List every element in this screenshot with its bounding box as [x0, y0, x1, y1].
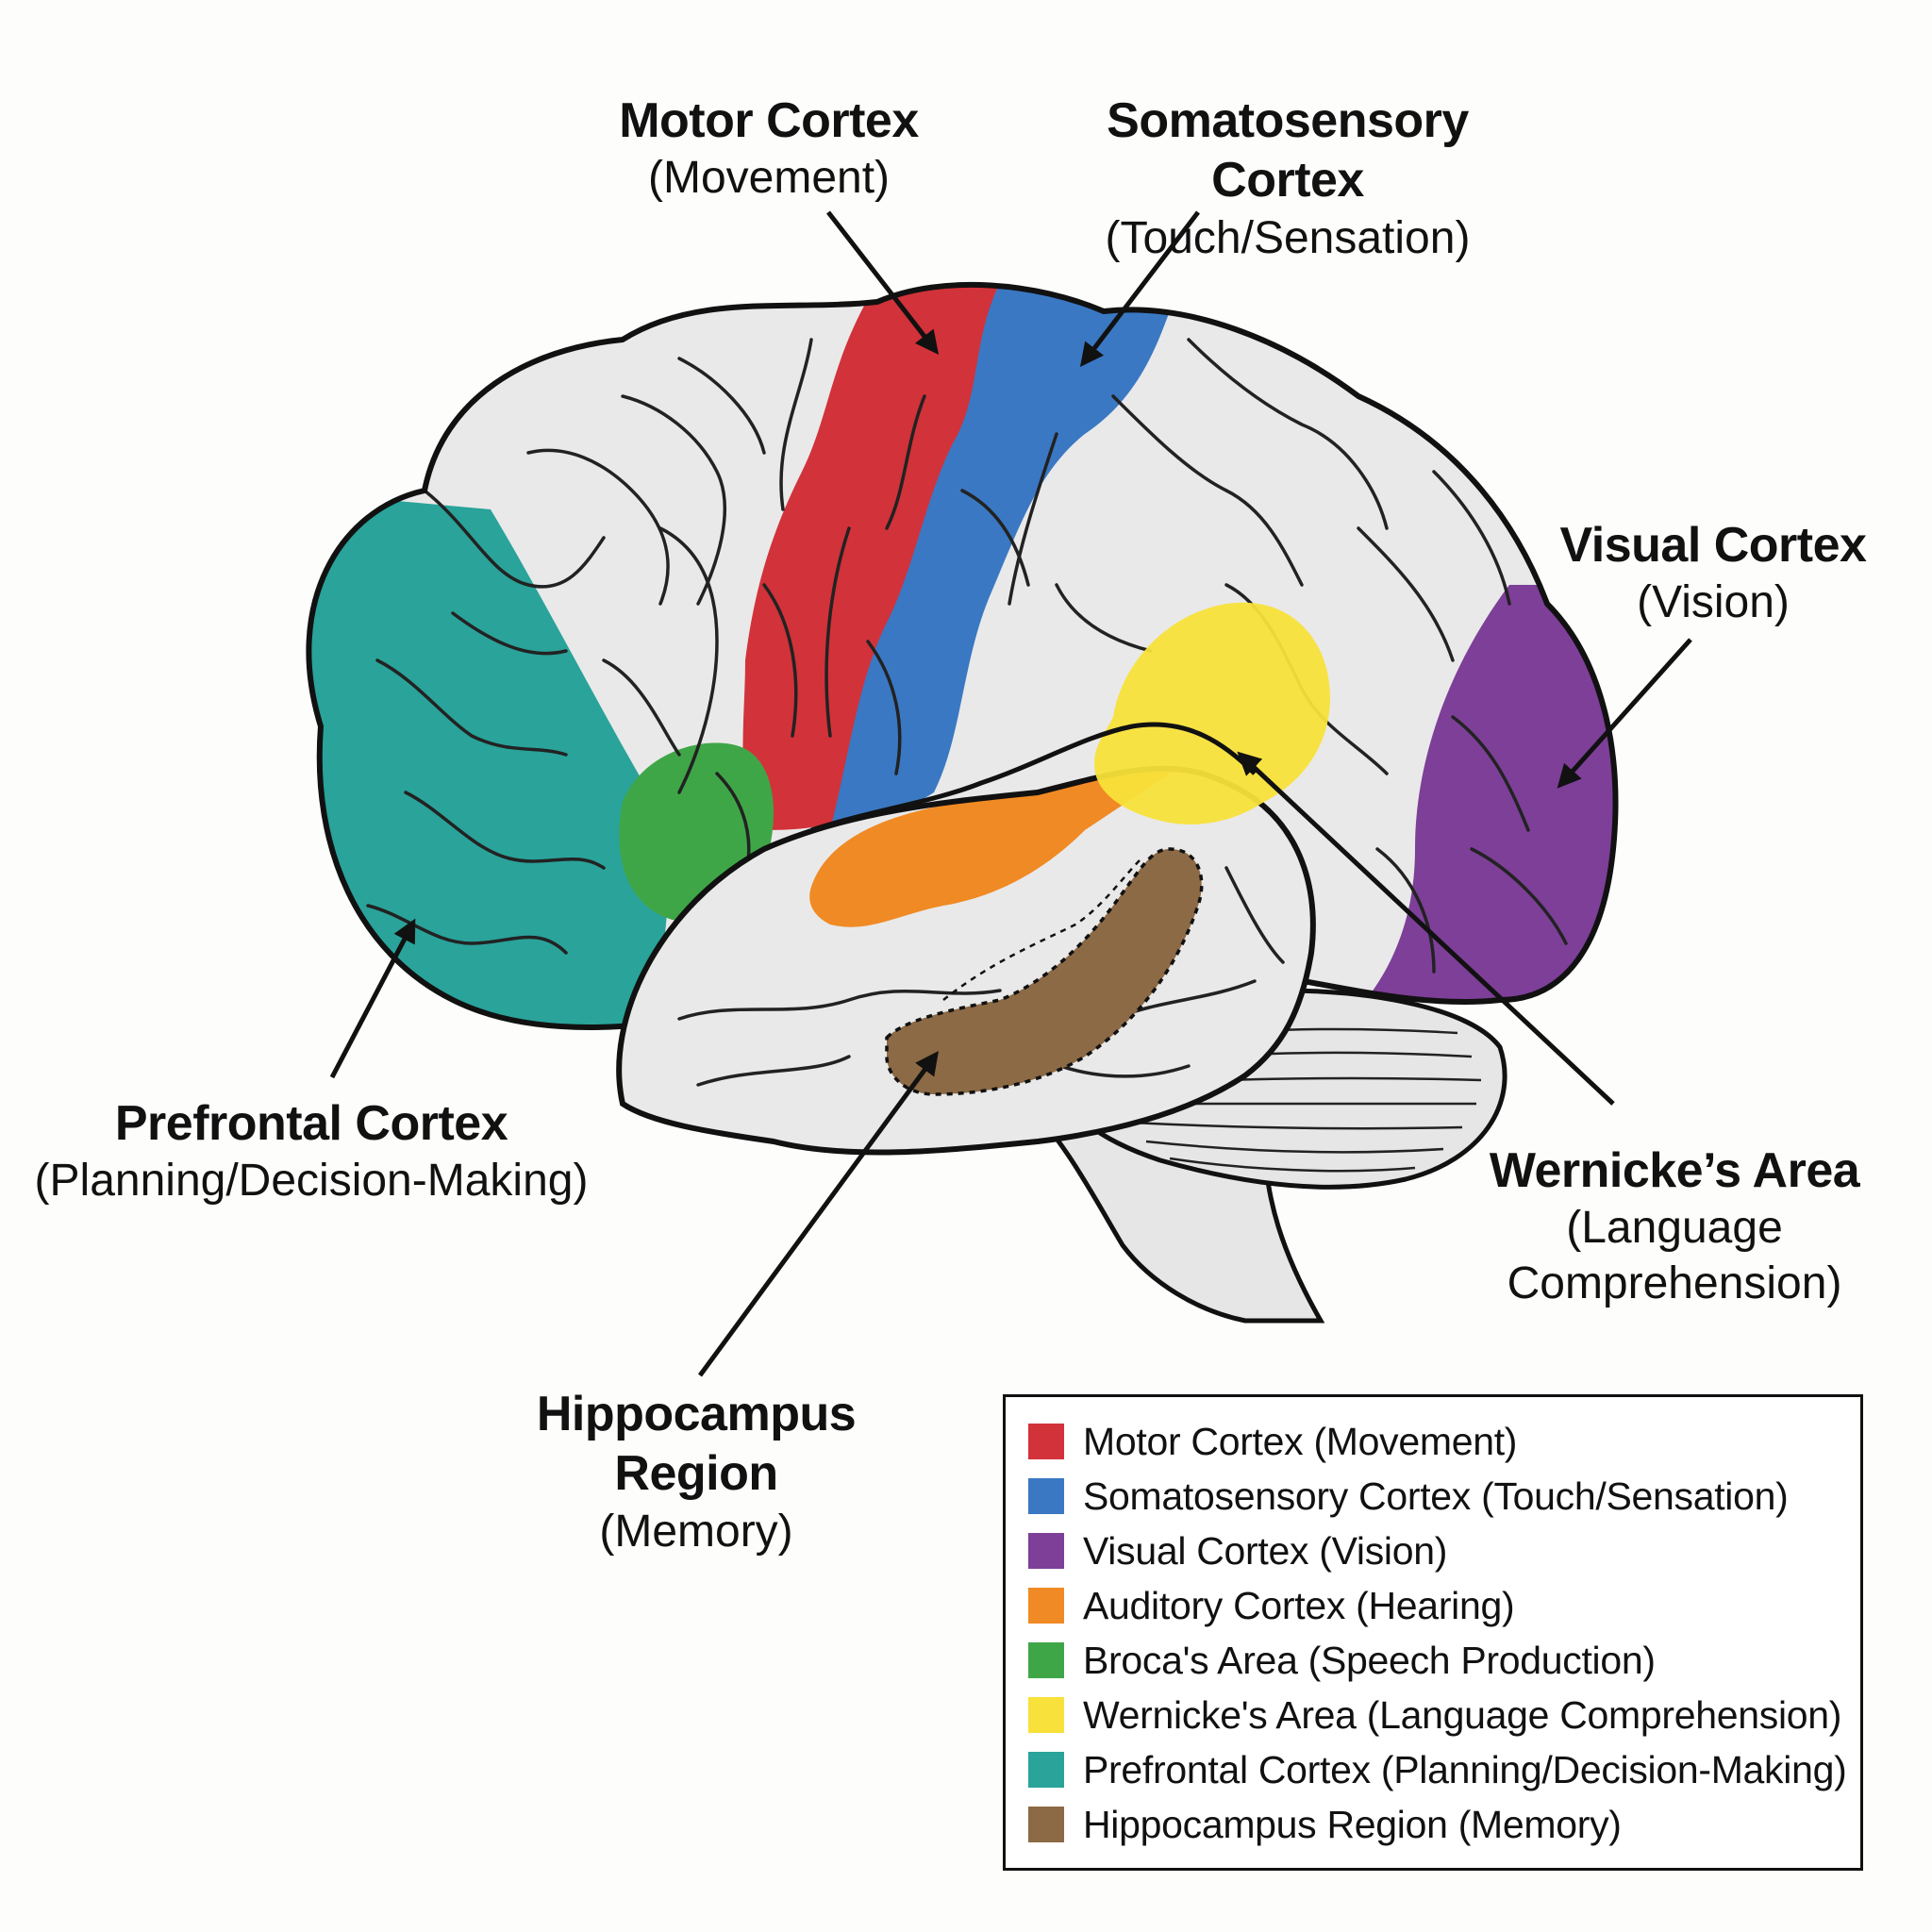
legend-swatch: [1028, 1642, 1064, 1678]
legend: Motor Cortex (Movement) Somatosensory Co…: [1003, 1394, 1863, 1871]
callout-visual-cortex: Visual Cortex (Vision): [1547, 516, 1879, 631]
legend-label: Prefrontal Cortex (Planning/Decision-Mak…: [1083, 1747, 1847, 1791]
wernickes-area-function-line1: (Language: [1566, 1203, 1783, 1254]
legend-item: Prefrontal Cortex (Planning/Decision-Mak…: [1028, 1742, 1860, 1797]
callout-wernickes-area: Wernicke’s Area (Language Comprehension): [1476, 1141, 1873, 1312]
arrow-visual: [1557, 638, 1692, 789]
callout-motor-cortex: Motor Cortex (Movement): [585, 92, 953, 207]
sylvian-fissure: [810, 722, 1257, 833]
legend-swatch: [1028, 1807, 1064, 1842]
legend-item: Hippocampus Region (Memory): [1028, 1797, 1860, 1852]
motor-region: [742, 284, 1000, 830]
legend-label: Visual Cortex (Vision): [1083, 1528, 1448, 1573]
callout-somatosensory-cortex: Somatosensory Cortex (Touch/Sensation): [1033, 92, 1542, 266]
arrow-wernicke: [1237, 751, 1615, 1106]
legend-swatch: [1028, 1424, 1064, 1459]
visual-region: [1349, 585, 1616, 1019]
legend-item: Auditory Cortex (Hearing): [1028, 1578, 1860, 1633]
legend-item: Motor Cortex (Movement): [1028, 1414, 1860, 1469]
prefrontal-cortex-function: (Planning/Decision-Making): [34, 1156, 589, 1207]
prefrontal-cortex-title: Prefrontal Cortex: [114, 1096, 508, 1151]
legend-label: Motor Cortex (Movement): [1083, 1419, 1518, 1463]
arrow-motor: [826, 210, 940, 355]
hippocampus-region-title: Hippocampus Region: [536, 1387, 857, 1502]
hippocampus-outline-dashed: [942, 858, 1142, 1001]
legend-swatch: [1028, 1697, 1064, 1733]
legend-swatch: [1028, 1478, 1064, 1514]
legend-label: Somatosensory Cortex (Touch/Sensation): [1083, 1474, 1789, 1518]
arrow-somatosensory: [1079, 210, 1200, 367]
hippocampus-region-function: (Memory): [599, 1506, 793, 1557]
legend-item: Broca's Area (Speech Production): [1028, 1633, 1860, 1688]
legend-label: Wernicke's Area (Language Comprehension): [1083, 1692, 1842, 1737]
arrow-prefrontal: [329, 918, 416, 1079]
wernicke-region: [1094, 602, 1330, 824]
legend-swatch: [1028, 1588, 1064, 1624]
motor-cortex-function: (Movement): [647, 153, 891, 204]
legend-label: Hippocampus Region (Memory): [1083, 1802, 1622, 1846]
temporal-outline: [616, 765, 1316, 1156]
legend-item: Wernicke's Area (Language Comprehension): [1028, 1688, 1860, 1742]
somatosensory-region: [830, 284, 1179, 830]
motor-cortex-title: Motor Cortex: [619, 93, 919, 148]
callout-hippocampus-region: Hippocampus Region (Memory): [451, 1385, 941, 1559]
legend-item: Visual Cortex (Vision): [1028, 1524, 1860, 1578]
wernickes-area-function-line2: Comprehension): [1507, 1257, 1842, 1308]
callout-arrows: [329, 210, 1692, 1377]
visual-cortex-function: (Vision): [1637, 577, 1790, 628]
somatosensory-cortex-title: Somatosensory Cortex: [1107, 93, 1469, 208]
legend-label: Auditory Cortex (Hearing): [1083, 1583, 1515, 1627]
prefrontal-region: [308, 491, 668, 1027]
somatosensory-cortex-function: (Touch/Sensation): [1105, 212, 1471, 263]
legend-item: Somatosensory Cortex (Touch/Sensation): [1028, 1469, 1860, 1524]
legend-label: Broca's Area (Speech Production): [1083, 1638, 1656, 1682]
wernickes-area-title: Wernicke’s Area: [1489, 1143, 1860, 1198]
auditory-region: [809, 768, 1198, 927]
callout-prefrontal-cortex: Prefrontal Cortex (Planning/Decision-Mak…: [24, 1094, 599, 1209]
arrow-hippocampus: [697, 1050, 939, 1377]
legend-swatch: [1028, 1533, 1064, 1569]
legend-swatch: [1028, 1752, 1064, 1788]
visual-cortex-title: Visual Cortex: [1559, 518, 1867, 573]
temporal-lobe: [619, 768, 1313, 1153]
hippocampus-region: [885, 847, 1204, 1096]
